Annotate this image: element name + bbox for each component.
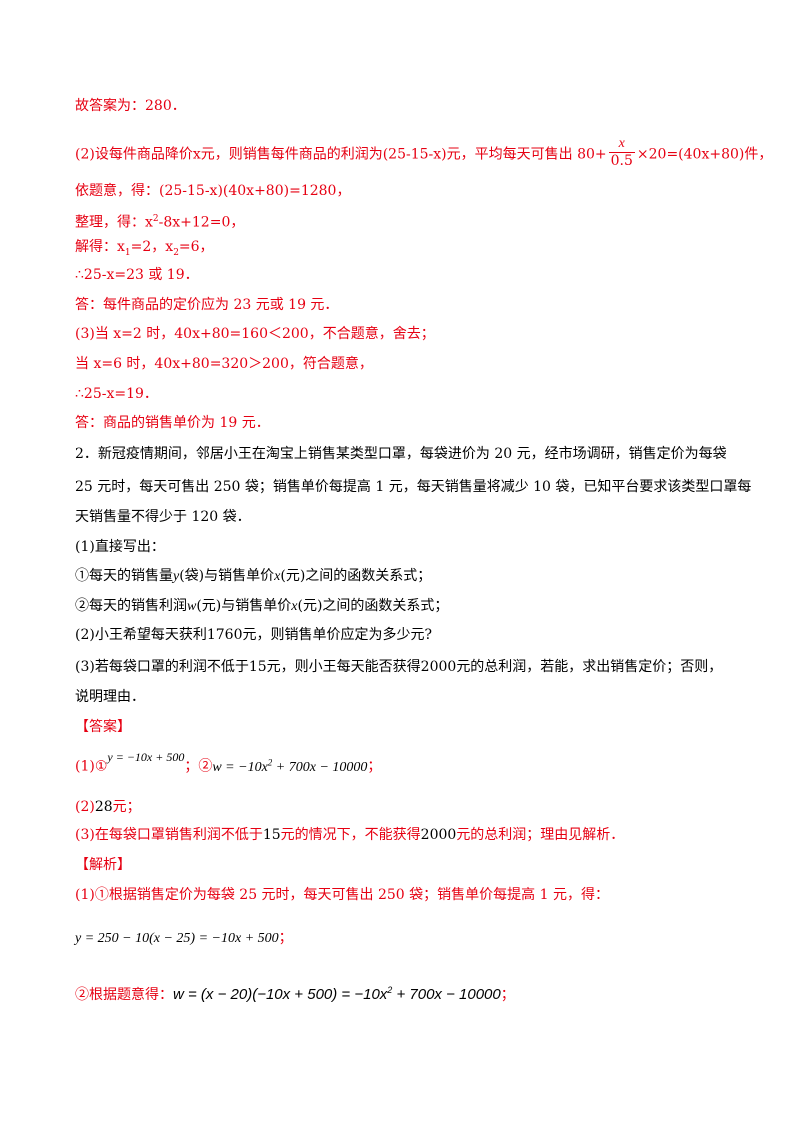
part2-setup-line: (2)设每件商品降价x元，则销售每件商品的利润为(25-15-x)元，平均每天可… bbox=[75, 136, 773, 169]
equation-w: w = −10x2 + 700x − 10000 bbox=[212, 757, 368, 775]
answer-header: 【答案】 bbox=[75, 719, 131, 735]
question2-part3: (3)若每袋口罩的利润不低于15元，则小王每天能否获得2000元的总利润，若能，… bbox=[75, 659, 723, 675]
question2-line2: 25 元时，每天可售出 250 袋；销售单价每提高 1 元，每天销售量将减少 1… bbox=[75, 479, 752, 495]
therefore-line: ∴25-x=23 或 19． bbox=[75, 267, 199, 283]
analysis-header: 【解析】 bbox=[75, 857, 131, 873]
question2-part3-line2: 说明理由． bbox=[75, 689, 145, 705]
simplify-line: 整理，得：x2-8x+12=0， bbox=[75, 214, 245, 231]
part3-case1-line: (3)当 x=2 时，40x+80=160＜200，不合题意，舍去； bbox=[75, 326, 435, 342]
therefore-line-2: ∴25-x=19． bbox=[75, 386, 158, 402]
answer-part1: (1)①y = −10x + 500；②w = −10x2 + 700x − 1… bbox=[75, 749, 382, 775]
answer-line-price: 答：每件商品的定价应为 23 元或 19 元． bbox=[75, 297, 339, 313]
analysis-line2: y = 250 − 10(x − 25) = −10x + 500； bbox=[75, 930, 293, 946]
question2-part1b: ②每天的销售利润w(元)与销售单价x(元)之间的函数关系式； bbox=[75, 598, 449, 614]
question2-part1: (1)直接写出： bbox=[75, 539, 165, 555]
part3-case2-line: 当 x=6 时，40x+80=320＞200，符合题意， bbox=[75, 356, 373, 372]
question2-line1: 2．新冠疫情期间，邻居小王在淘宝上销售某类型口罩，每袋进价为 20 元，经市场调… bbox=[75, 446, 727, 462]
answer-line-280: 故答案为：280． bbox=[75, 98, 186, 114]
answer-part3: (3)在每袋口罩销售利润不低于15元的情况下，不能获得2000元的总利润；理由见… bbox=[75, 827, 625, 843]
question2-part2: (2)小王希望每天获利1760元，则销售单价应定为多少元? bbox=[75, 627, 432, 643]
equation-y-derivation: y = 250 − 10(x − 25) = −10x + 500 bbox=[75, 931, 279, 946]
analysis-line3: ②根据题意得：w = (x − 20)(−10x + 500) = −10x2 … bbox=[75, 985, 515, 1003]
equation-line: 依题意，得：(25-15-x)(40x+80)=1280， bbox=[75, 183, 351, 199]
question2-line3: 天销售量不得少于 120 袋． bbox=[75, 509, 251, 525]
question2-part1a: ①每天的销售量y(袋)与销售单价x(元)之间的函数关系式； bbox=[75, 568, 432, 584]
analysis-line1: (1)①根据销售定价为每袋 25 元时，每天可售出 250 袋；销售单价每提高 … bbox=[75, 887, 609, 903]
answer-part2: (2)28元； bbox=[75, 799, 141, 815]
answer-line-final: 答：商品的销售单价为 19 元． bbox=[75, 415, 270, 431]
solve-line: 解得：x1=2，x2=6， bbox=[75, 239, 214, 258]
equation-w-derivation: w = (x − 20)(−10x + 500) = −10x2 + 700x … bbox=[173, 985, 501, 1003]
equation-y: y = −10x + 500 bbox=[107, 749, 185, 764]
